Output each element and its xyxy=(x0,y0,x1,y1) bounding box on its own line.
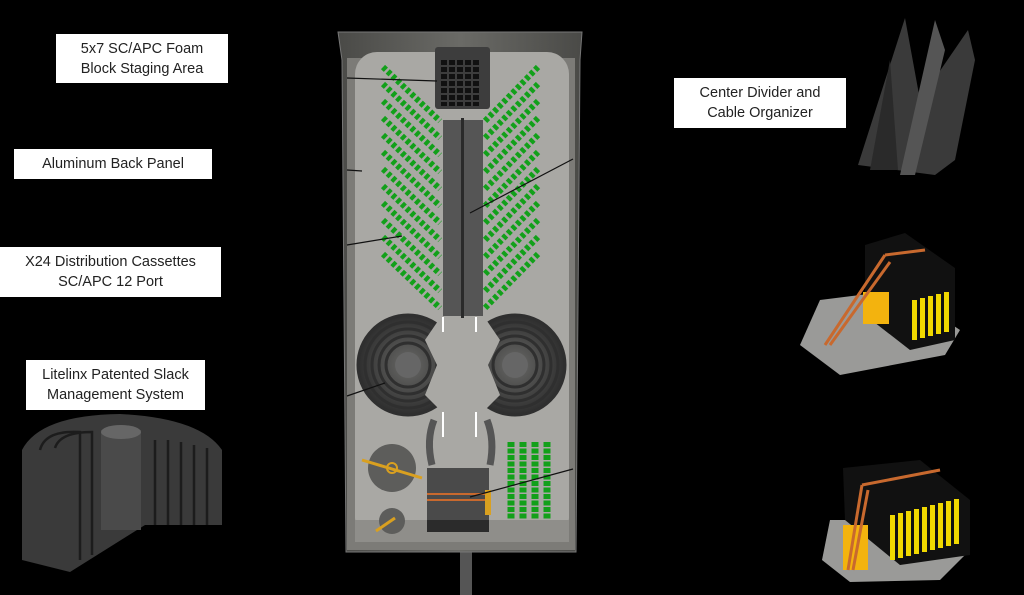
label-line: Management System xyxy=(46,387,184,403)
label-distribution-cassettes: X24 Distribution Cassettes SC/APC 12 Por… xyxy=(0,247,221,297)
label-line: Block Staging Area xyxy=(80,60,204,77)
center-divider xyxy=(443,118,483,318)
label-center-divider: Center Divider and Cable Organizer xyxy=(674,78,846,128)
cable-exit xyxy=(460,552,472,595)
label-foam-block-staging: 5x7 SC/APC Foam Block Staging Area xyxy=(56,34,228,83)
adapter-bank xyxy=(507,442,551,520)
slack-management-render xyxy=(22,414,222,572)
center-divider-render xyxy=(858,18,975,175)
splice-tray xyxy=(427,468,491,532)
routing-area xyxy=(425,318,500,415)
leader-lines xyxy=(346,77,574,498)
label-line: Center Divider and xyxy=(699,85,821,101)
foam-block-staging-area xyxy=(435,47,490,109)
label-line: X24 Distribution Cassettes xyxy=(25,254,196,270)
splice-module-small-render xyxy=(800,233,960,375)
label-line: Cable Organizer xyxy=(707,105,813,121)
cassettes-left xyxy=(380,64,443,311)
label-slack-management: Litelinx Patented Slack Management Syste… xyxy=(26,360,205,410)
spool-small xyxy=(375,508,405,534)
label-aluminum-back-panel: Aluminum Back Panel xyxy=(14,149,212,179)
spool-large xyxy=(361,444,423,492)
label-line: SC/APC 12 Port xyxy=(58,274,163,290)
label-line: Aluminum Back Panel xyxy=(42,156,184,172)
splice-module-large-render xyxy=(822,460,970,582)
label-line: Litelinx Patented Slack xyxy=(42,367,189,383)
label-line: 5x7 SC/APC Foam xyxy=(80,40,204,57)
